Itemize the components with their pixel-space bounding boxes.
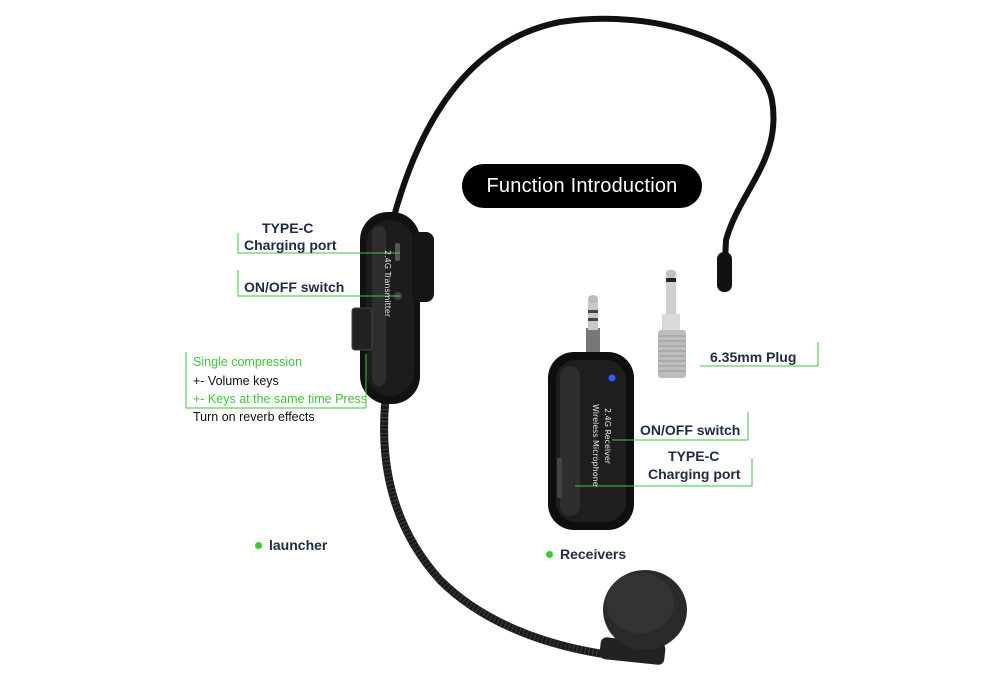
plug-label: 6.35mm Plug	[710, 349, 797, 365]
headset-onoff-label: ON/OFF switch	[244, 279, 345, 295]
receiver-print-2: Wireless Microphone	[591, 404, 600, 487]
receiver-typec-label-line2: Charging port	[648, 466, 741, 482]
headset-note-4: Turn on reverb effects	[193, 410, 315, 424]
headband-tip	[717, 252, 732, 292]
headset-note-3: +- Keys at the same time Press	[193, 392, 368, 406]
green-dot-icon	[255, 541, 262, 549]
volume-keys	[351, 307, 373, 351]
receiver-print-1: 2.4G Receiver	[603, 408, 612, 465]
receivers-caption-text: Receivers	[560, 546, 627, 562]
status-led	[608, 374, 616, 382]
headset-note-1: Single compression	[193, 355, 303, 369]
headset-note-2: +- Volume keys	[193, 374, 279, 388]
headset-typec-label-line1: TYPE-C	[262, 220, 314, 236]
headband	[390, 15, 777, 288]
transmitter-print: 2.4G Transmitter	[383, 250, 392, 318]
receiver-typec-label-line1: TYPE-C	[668, 448, 720, 464]
receivers-caption: Receivers	[546, 546, 626, 562]
green-dot-icon	[546, 550, 553, 558]
title-pill: Function Introduction	[462, 164, 702, 208]
launcher-caption: launcher	[255, 537, 327, 553]
receiver-onoff-label: ON/OFF switch	[640, 422, 741, 438]
launcher-caption-text: launcher	[269, 537, 328, 553]
transmitter-clip	[412, 232, 434, 302]
headset-typec-label-line2: Charging port	[244, 237, 337, 253]
